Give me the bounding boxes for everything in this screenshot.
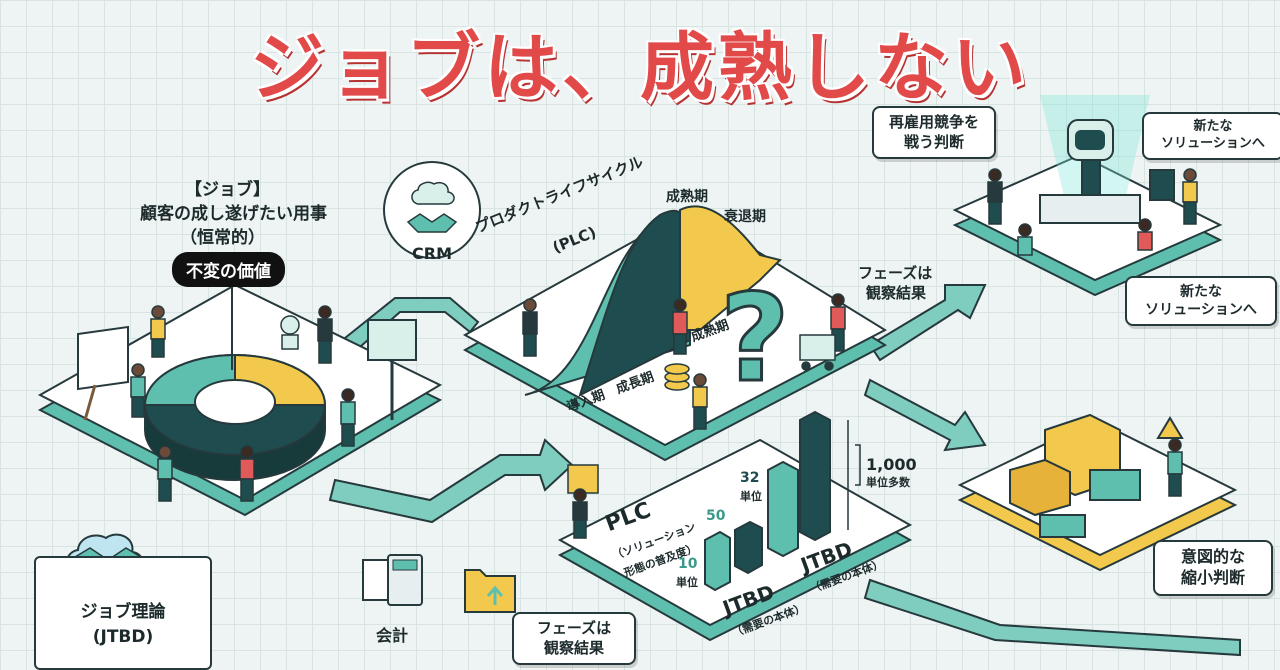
- value-10-unit: 単位: [676, 576, 698, 589]
- page-title: ジョブは、成熟しない: [250, 25, 1030, 111]
- person-figure: [692, 373, 708, 430]
- bar-10: [704, 530, 731, 592]
- comparison-bars: [704, 410, 831, 592]
- bar-1000: [799, 410, 831, 542]
- jtbd-doc-line1: ジョブ理論: [80, 602, 166, 622]
- person-figure: [1182, 168, 1198, 225]
- new-solution-top-line1: 新たな: [1193, 119, 1233, 134]
- stage-decline: 衰退期: [724, 209, 766, 225]
- bar-50: [734, 520, 763, 575]
- new-solution-top-callout: 新たな ソリューションへ: [1142, 112, 1280, 160]
- arrow-to-top-right: [868, 284, 987, 362]
- person-figure: [572, 488, 588, 539]
- arrow-bottom-to-right: [863, 578, 1241, 657]
- handshake-icon: [406, 213, 458, 233]
- person-figure: [317, 305, 333, 364]
- cloud-icon: [411, 181, 455, 205]
- jtbd-document: ジョブ理論 (JTBD): [34, 556, 212, 670]
- intentional-line2: 縮小判断: [1180, 567, 1245, 587]
- box-icon: [1009, 458, 1071, 517]
- left-platform: [37, 283, 443, 517]
- bottom-right-platform: [957, 413, 1238, 572]
- invariant-value-pill: 不変の価値: [172, 252, 285, 287]
- rehire-callout: 再雇用競争を 戦う判断: [872, 106, 996, 159]
- new-solution-top-line2: ソリューションへ: [1161, 135, 1265, 151]
- person-figure: [987, 168, 1003, 225]
- new-solution-bottom-line1: 新たな: [1180, 284, 1222, 300]
- shopping-cart-icon: [799, 334, 836, 371]
- intentional-callout: 意図的な 縮小判断: [1153, 540, 1273, 596]
- phase-label-right-1: フェーズは: [858, 264, 933, 282]
- money-icon: [1089, 469, 1141, 501]
- flow-arrows: [328, 284, 1241, 657]
- robot-icon: [280, 315, 300, 350]
- person-figure: [239, 445, 255, 502]
- accounting-label: 会計: [376, 626, 409, 645]
- person-figure: [130, 363, 146, 418]
- crm-icon: [383, 161, 481, 259]
- person-figure: [522, 298, 538, 357]
- rehire-line1: 再雇用競争を: [888, 113, 979, 131]
- job-heading: 【ジョブ】: [185, 180, 270, 200]
- value-50: 50: [706, 508, 726, 524]
- money-icon: [1039, 514, 1086, 538]
- stage-mature-top: 成熟期: [666, 189, 708, 205]
- calculator-icon: [362, 554, 423, 606]
- rehire-line2: 戦う判断: [903, 132, 964, 151]
- top-right-platform: [952, 95, 1223, 297]
- phase-bottom-callout: フェーズは 観察結果: [512, 612, 636, 665]
- value-10: 10: [678, 556, 698, 572]
- person-figure: [157, 445, 173, 502]
- job-line2: （恒常的）: [180, 228, 265, 248]
- value-1000: 1,000: [866, 455, 917, 474]
- person-figure: [340, 388, 356, 447]
- bar-32: [767, 460, 799, 558]
- arrow-lower-sweep: [328, 438, 574, 524]
- arrow-to-bottom-right: [863, 378, 987, 452]
- new-solution-bottom-line2: ソリューションへ: [1145, 302, 1257, 319]
- value-32-unit: 単位: [740, 490, 762, 503]
- jtbd-doc-line2: (JTBD): [92, 626, 154, 647]
- new-solution-bottom-callout: 新たな ソリューションへ: [1125, 276, 1277, 327]
- phase-bottom-line2: 観察結果: [543, 638, 604, 657]
- person-figure: [1137, 218, 1153, 251]
- warning-icon: [1156, 416, 1184, 439]
- phase-label-right-2: 観察結果: [866, 284, 927, 302]
- svg-text:?: ?: [720, 270, 790, 409]
- phase-bottom-line1: フェーズは: [536, 619, 612, 637]
- value-32: 32: [740, 470, 760, 486]
- people-center: [522, 293, 846, 430]
- intentional-line1: 意図的な: [1180, 547, 1245, 566]
- people-left: [130, 305, 356, 502]
- bottom-platform: [557, 410, 913, 642]
- person-figure: [1017, 223, 1033, 256]
- value-1000-unit: 単位多数: [866, 476, 910, 489]
- person-figure: [672, 298, 688, 355]
- crm-label: CRM: [412, 244, 452, 263]
- person-figure: [150, 305, 166, 358]
- person-figure: [1167, 438, 1183, 497]
- job-line1: 顧客の成し遂げたい用事: [140, 204, 327, 224]
- map-icon: [567, 464, 599, 494]
- folder-icon: [464, 569, 516, 613]
